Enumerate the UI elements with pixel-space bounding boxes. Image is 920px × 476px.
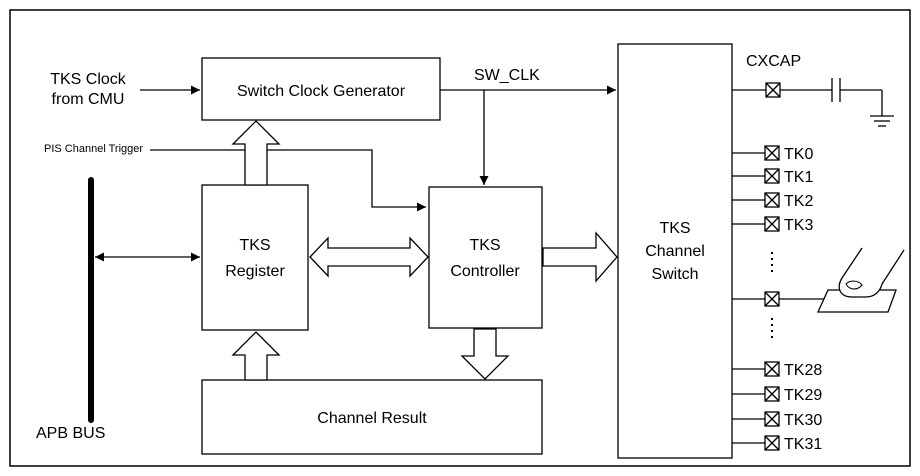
tk29-pin: TK29 xyxy=(732,386,822,404)
apb-bus-label: APB BUS xyxy=(36,425,105,442)
tk2-label: TK2 xyxy=(784,193,813,210)
tks-register-block: TKS Register xyxy=(201,184,309,331)
tks-controller-block: TKS Controller xyxy=(428,186,543,329)
channel-result-block: Channel Result xyxy=(201,379,543,455)
ground-icon xyxy=(870,90,894,127)
tk28-pin: TK28 xyxy=(732,361,822,379)
tk31-label: TK31 xyxy=(784,436,822,453)
controller-to-switch-arrow xyxy=(542,231,618,283)
diagram-frame xyxy=(9,9,911,467)
cxcap-pad-icon xyxy=(765,82,781,98)
controller-to-result-arrow xyxy=(460,328,510,380)
cxcap-label: CXCAP xyxy=(746,53,801,70)
channel-result-label: Channel Result xyxy=(317,410,427,427)
tk3-label: TK3 xyxy=(784,217,813,234)
register-controller-arrow xyxy=(309,236,429,278)
tk3-pin: TK3 xyxy=(732,216,813,234)
tks-controller-label-1: TKS xyxy=(469,237,500,254)
tk28-label: TK28 xyxy=(784,362,822,379)
finger-touch-icon xyxy=(816,247,905,313)
result-to-register-arrow xyxy=(231,331,281,381)
channel-switch-label-1: TKS xyxy=(659,220,690,237)
switch-clock-generator-block: Switch Clock Generator xyxy=(201,57,441,121)
switch-clock-generator-label: Switch Clock Generator xyxy=(237,83,406,100)
tk29-label: TK29 xyxy=(784,387,822,404)
tks-register-label-1: TKS xyxy=(239,237,270,254)
capacitor-icon xyxy=(780,78,882,102)
tk0-pin: TK0 xyxy=(732,145,813,163)
tk30-label: TK30 xyxy=(784,412,822,429)
tks-clock-label-1: TKS Clock xyxy=(50,71,127,88)
tk1-label: TK1 xyxy=(784,169,813,186)
sw-clk-label: SW_CLK xyxy=(474,67,540,84)
tk31-pin: TK31 xyxy=(732,435,822,453)
tk0-label: TK0 xyxy=(784,146,813,163)
touch-pin xyxy=(732,291,824,307)
channel-switch-label-2: Channel xyxy=(645,243,705,260)
pis-channel-trigger-label: PIS Channel Trigger xyxy=(44,143,143,155)
channel-switch-label-3: Switch xyxy=(651,266,698,283)
tk1-pin: TK1 xyxy=(732,168,813,186)
tks-controller-label-2: Controller xyxy=(450,263,520,280)
tk30-pin: TK30 xyxy=(732,411,822,429)
tks-channel-switch-block: TKS Channel Switch xyxy=(617,43,733,459)
tks-register-label-2: Register xyxy=(225,263,285,280)
register-to-clockgen-arrow xyxy=(231,120,281,186)
tk2-pin: TK2 xyxy=(732,192,813,210)
tks-clock-label-2: from CMU xyxy=(52,91,125,108)
